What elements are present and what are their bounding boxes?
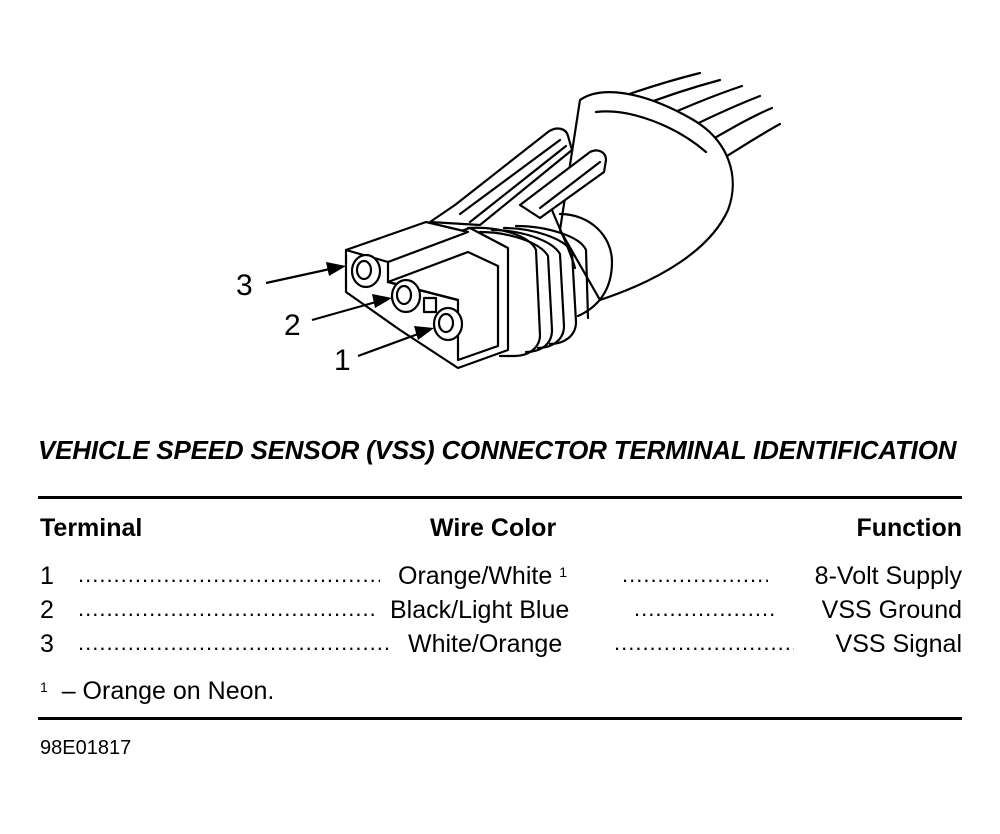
leader-dots: ........................................… [78, 630, 390, 655]
leader-dots: ........................................… [78, 596, 374, 621]
footnote-text: – Orange on Neon. [61, 677, 275, 705]
header-function: Function [856, 514, 962, 542]
header-wire-color: Wire Color [430, 514, 557, 542]
terminal-cavity-2 [390, 278, 422, 314]
top-rule [38, 496, 962, 499]
connector-boot [558, 91, 734, 302]
table-row: 3 ......................................… [0, 630, 1000, 662]
diagram-title: VEHICLE SPEED SENSOR (VSS) CONNECTOR TER… [38, 435, 957, 465]
footnote: 1 – Orange on Neon. [40, 677, 274, 706]
leader-dots: ....................................... [622, 562, 768, 587]
terminal-number: 3 [40, 630, 54, 658]
leader-dots: ....................................... [614, 630, 794, 655]
arrow-3 [265, 262, 346, 285]
wire-color: Orange/White 1 [398, 562, 567, 590]
callout-label-1: 1 [334, 344, 351, 377]
footnote-marker: 1 [559, 564, 567, 580]
figure-id: 98E01817 [40, 737, 132, 759]
footnote-mark: 1 [40, 679, 48, 695]
leader-dots: ....................................... [634, 596, 776, 621]
wire-color: White/Orange [408, 630, 563, 658]
terminal-cavity-1 [432, 306, 464, 342]
callout-label-3: 3 [236, 269, 253, 302]
vss-connector-illustration: 3 2 1 [236, 71, 782, 377]
bottom-rule [38, 717, 962, 720]
arrow-2 [311, 294, 392, 322]
function: VSS Signal [835, 630, 962, 658]
terminal-number: 2 [40, 596, 54, 624]
lock-latch [428, 127, 574, 227]
table-row: 2 ......................................… [0, 596, 1000, 628]
wire-color: Black/Light Blue [390, 596, 570, 624]
terminal-number: 1 [40, 562, 54, 590]
terminal-cavity-3 [350, 253, 382, 289]
function: VSS Ground [821, 596, 962, 624]
function: 8-Volt Supply [814, 562, 962, 590]
table-row: 1 ......................................… [0, 562, 1000, 594]
callout-label-2: 2 [284, 309, 301, 342]
leader-dots: ........................................… [78, 562, 380, 587]
arrow-1 [357, 326, 434, 358]
header-terminal: Terminal [40, 514, 143, 542]
